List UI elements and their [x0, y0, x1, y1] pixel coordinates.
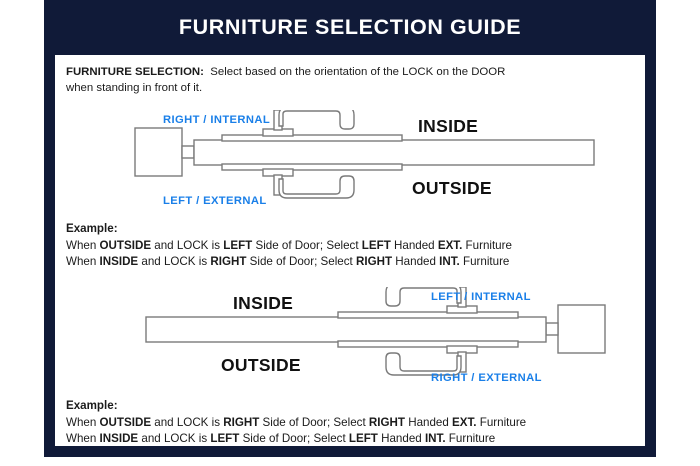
txt: Furniture	[459, 255, 510, 268]
label-inside-top: INSIDE	[418, 116, 479, 136]
lever-handle-lower-bottom	[385, 352, 462, 376]
txt: and LOCK is	[138, 255, 211, 268]
txt: Furniture	[445, 432, 496, 445]
door-lock-schematic-top	[134, 110, 595, 199]
door-diagram-bottom: LEFT / INTERNAL RIGHT / EXTERNAL INSIDE …	[55, 287, 645, 392]
lever-handle-lower-top	[278, 175, 355, 199]
txt: Furniture	[462, 238, 512, 252]
txt-bold: LEFT	[210, 432, 240, 445]
guide-card: FURNITURE SELECTION GUIDE FURNITURE SELE…	[44, 0, 656, 457]
txt-bold: INSIDE	[99, 432, 139, 445]
intro-text: FURNITURE SELECTION: Select based on the…	[66, 65, 632, 96]
lock-connector-top	[181, 145, 195, 159]
txt-bold: LEFT	[223, 238, 253, 252]
lever-handle-upper-top	[278, 110, 355, 130]
txt-bold: RIGHT	[210, 255, 247, 268]
example-top-line2: When INSIDE and LOCK is RIGHT Side of Do…	[66, 254, 636, 271]
escutcheon-upper-bottom	[337, 311, 519, 319]
escutcheon-lower-bottom	[337, 340, 519, 348]
example-bottom-line2: When INSIDE and LOCK is LEFT Side of Doo…	[66, 431, 636, 448]
label-right-external-bottom: RIGHT / EXTERNAL	[431, 372, 542, 384]
txt: When	[66, 432, 100, 445]
txt-bold: RIGHT	[368, 415, 405, 429]
example-block-top: Example: When OUTSIDE and LOCK is LEFT S…	[66, 221, 636, 271]
txt: and LOCK is	[151, 415, 224, 429]
page-title: FURNITURE SELECTION GUIDE	[178, 15, 522, 39]
txt: When	[66, 238, 100, 252]
example-bottom-line1: When OUTSIDE and LOCK is RIGHT Side of D…	[66, 415, 636, 432]
txt: Side of Door; Select	[259, 415, 369, 429]
txt-bold: OUTSIDE	[99, 238, 152, 252]
label-outside-bottom: OUTSIDE	[221, 355, 301, 375]
lever-handle-upper-bottom	[385, 287, 462, 307]
label-left-external-top: LEFT / EXTERNAL	[163, 195, 267, 207]
door-lock-schematic-bottom	[145, 287, 606, 376]
txt: and LOCK is	[138, 432, 211, 445]
escutcheon-upper-top	[221, 134, 403, 142]
txt-bold: EXT.	[452, 415, 477, 429]
example-heading-top: Example:	[66, 222, 118, 235]
txt: Side of Door; Select	[246, 255, 356, 268]
txt-bold: OUTSIDE	[99, 415, 152, 429]
example-heading-bottom: Example:	[66, 399, 118, 412]
lock-connector-bottom	[545, 322, 559, 336]
txt-bold: LEFT	[348, 432, 378, 445]
door-leaf-bottom	[145, 316, 547, 343]
intro-line2: when standing in front of it.	[66, 81, 203, 94]
label-outside-top: OUTSIDE	[412, 178, 492, 198]
txt-bold: INT.	[424, 432, 446, 445]
label-inside-bottom: INSIDE	[233, 293, 294, 313]
intro-lead: FURNITURE SELECTION:	[66, 66, 204, 78]
txt: Handed	[392, 255, 440, 268]
lock-body-bottom	[557, 304, 606, 354]
txt: Side of Door; Select	[252, 238, 362, 252]
example-block-bottom: Example: When OUTSIDE and LOCK is RIGHT …	[66, 398, 636, 448]
txt-bold: EXT.	[437, 238, 463, 252]
txt-bold: LEFT	[361, 238, 391, 252]
door-diagram-top: RIGHT / INTERNAL LEFT / EXTERNAL INSIDE …	[55, 110, 645, 215]
door-leaf-top	[193, 139, 595, 166]
lock-body-top	[134, 127, 183, 177]
txt-bold: RIGHT	[223, 415, 260, 429]
txt: When	[66, 255, 100, 268]
escutcheon-lower-top	[221, 163, 403, 171]
txt: and LOCK is	[151, 238, 224, 252]
content-panel: FURNITURE SELECTION: Select based on the…	[55, 55, 645, 446]
txt: Furniture	[476, 415, 527, 429]
txt-bold: RIGHT	[356, 255, 393, 268]
txt: Handed	[390, 238, 438, 252]
label-right-internal-top: RIGHT / INTERNAL	[163, 114, 271, 126]
txt: Handed	[377, 432, 425, 445]
intro-line1: Select based on the orientation of the L…	[210, 66, 506, 78]
txt-bold: INT.	[439, 255, 460, 268]
txt: When	[66, 415, 100, 429]
header-bar: FURNITURE SELECTION GUIDE	[44, 0, 656, 55]
txt: Handed	[404, 415, 453, 429]
txt: Side of Door; Select	[239, 432, 349, 445]
txt-bold: INSIDE	[99, 255, 139, 268]
label-left-internal-bottom: LEFT / INTERNAL	[431, 291, 531, 303]
example-top-line1: When OUTSIDE and LOCK is LEFT Side of Do…	[66, 238, 636, 255]
